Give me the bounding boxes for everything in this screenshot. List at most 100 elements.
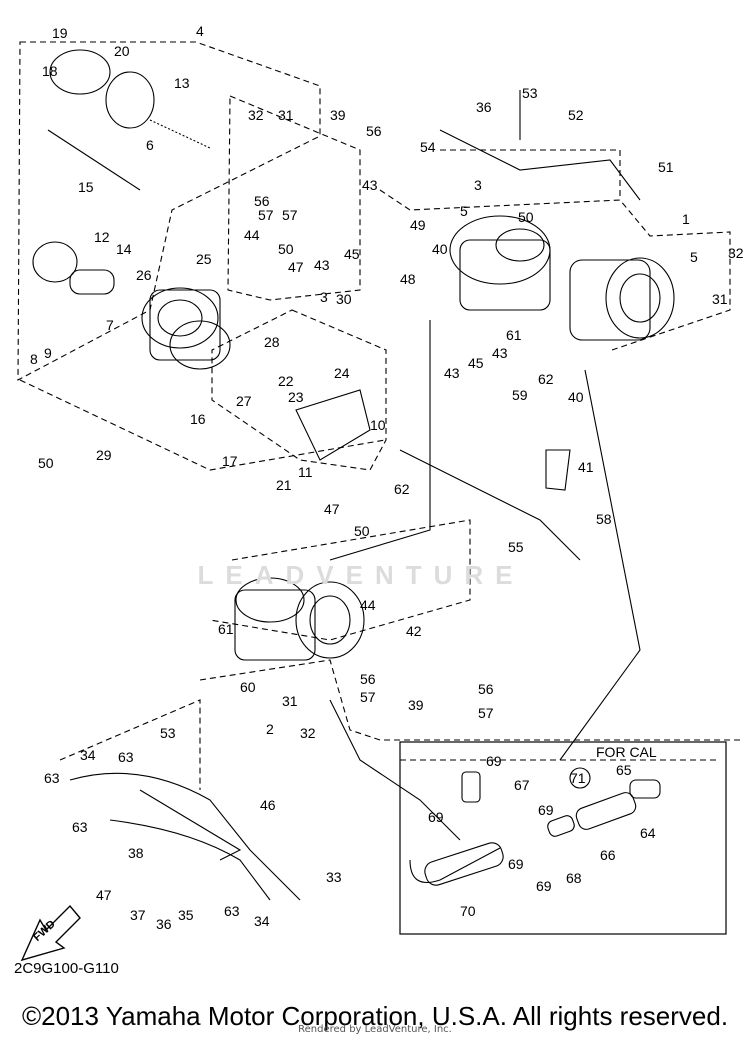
callout-39: 39: [408, 697, 424, 713]
callout-50: 50: [354, 523, 370, 539]
callout-19: 19: [52, 25, 68, 41]
callout-32: 32: [300, 725, 316, 741]
render-credit: Rendered by LeadVenture, Inc.: [298, 1024, 452, 1035]
callout-63: 63: [72, 819, 88, 835]
callout-3: 3: [320, 289, 328, 305]
callout-42: 42: [406, 623, 422, 639]
copyright-notice: ©2013 Yamaha Motor Corporation, U.S.A. A…: [21, 1001, 729, 1031]
callout-33: 33: [326, 869, 342, 885]
callout-57: 57: [478, 705, 494, 721]
carburetor-front: [141, 287, 231, 370]
group-outlines: [17, 41, 740, 790]
carburetor-rear-right: [449, 215, 675, 341]
callout-69: 69: [508, 856, 524, 872]
drain-line: [559, 369, 641, 761]
callout-65: 65: [616, 762, 632, 778]
wire-harness-2: [109, 819, 271, 901]
callout-40: 40: [568, 389, 584, 405]
callout-43: 43: [314, 257, 330, 273]
callout-31: 31: [712, 291, 728, 307]
callout-49: 49: [410, 217, 426, 233]
callout-50: 50: [38, 455, 54, 471]
for-cal-box: [399, 741, 727, 935]
callout-56: 56: [360, 671, 376, 687]
callout-41: 41: [578, 459, 594, 475]
watermark-text: LEADVENTURE: [197, 560, 525, 590]
callout-63: 63: [44, 770, 60, 786]
callout-31: 31: [278, 107, 294, 123]
callout-64: 64: [640, 825, 656, 841]
callout-63: 63: [224, 903, 240, 919]
callout-32: 32: [248, 107, 264, 123]
callout-50: 50: [518, 209, 534, 225]
callout-54: 54: [420, 139, 436, 155]
callout-29: 29: [96, 447, 112, 463]
callout-56: 56: [254, 193, 270, 209]
fwd-arrow-icon: [20, 904, 81, 962]
callout-34: 34: [80, 747, 96, 763]
callout-14: 14: [116, 241, 132, 257]
callout-44: 44: [360, 597, 376, 613]
callout-28: 28: [264, 334, 280, 350]
callout-69: 69: [486, 753, 502, 769]
callout-43: 43: [362, 177, 378, 193]
callout-44: 44: [244, 227, 260, 243]
callout-40: 40: [432, 241, 448, 257]
callout-67: 67: [514, 777, 530, 793]
callout-59: 59: [512, 387, 528, 403]
callout-51: 51: [658, 159, 674, 175]
callout-36: 36: [476, 99, 492, 115]
callout-17: 17: [222, 453, 238, 469]
callout-43: 43: [492, 345, 508, 361]
callout-57: 57: [282, 207, 298, 223]
callout-39: 39: [330, 107, 346, 123]
callout-58: 58: [596, 511, 612, 527]
callout-6: 6: [146, 137, 154, 153]
callout-53: 53: [160, 725, 176, 741]
callout-26: 26: [136, 267, 152, 283]
callout-4: 4: [196, 23, 204, 39]
callout-60: 60: [240, 679, 256, 695]
callout-38: 38: [128, 845, 144, 861]
callout-45: 45: [344, 246, 360, 262]
callout-57: 57: [360, 689, 376, 705]
for-cal-label: FOR CAL: [596, 744, 657, 760]
callout-25: 25: [196, 251, 212, 267]
callout-43: 43: [444, 365, 460, 381]
callout-69: 69: [536, 878, 552, 894]
callout-62: 62: [538, 371, 554, 387]
callout-34: 34: [254, 913, 270, 929]
wire-harness: [69, 772, 301, 901]
callout-31: 31: [282, 693, 298, 709]
callout-69: 69: [428, 809, 444, 825]
callout-70: 70: [460, 903, 476, 919]
carburetor-lower: [234, 577, 365, 661]
callout-18: 18: [42, 63, 58, 79]
callout-36: 36: [156, 916, 172, 932]
callout-68: 68: [566, 870, 582, 886]
callout-24: 24: [334, 365, 350, 381]
callout-1: 1: [682, 211, 690, 227]
callout-11: 11: [298, 464, 313, 480]
callout-69: 69: [538, 802, 554, 818]
callout-10: 10: [370, 417, 386, 433]
callout-47: 47: [324, 501, 340, 517]
callout-22: 22: [278, 373, 294, 389]
callout-12: 12: [94, 229, 110, 245]
callout-71: 71: [570, 770, 586, 786]
callout-13: 13: [174, 75, 190, 91]
callout-45: 45: [468, 355, 484, 371]
callout-53: 53: [522, 85, 538, 101]
callout-48: 48: [400, 271, 416, 287]
callout-56: 56: [366, 123, 382, 139]
callout-56: 56: [478, 681, 494, 697]
callout-57: 57: [258, 207, 274, 223]
callout-30: 30: [336, 291, 352, 307]
callout-23: 23: [288, 389, 304, 405]
fuel-line: [329, 320, 431, 561]
callout-50: 50: [278, 241, 294, 257]
callout-62: 62: [394, 481, 410, 497]
vent-hose: [329, 699, 461, 841]
